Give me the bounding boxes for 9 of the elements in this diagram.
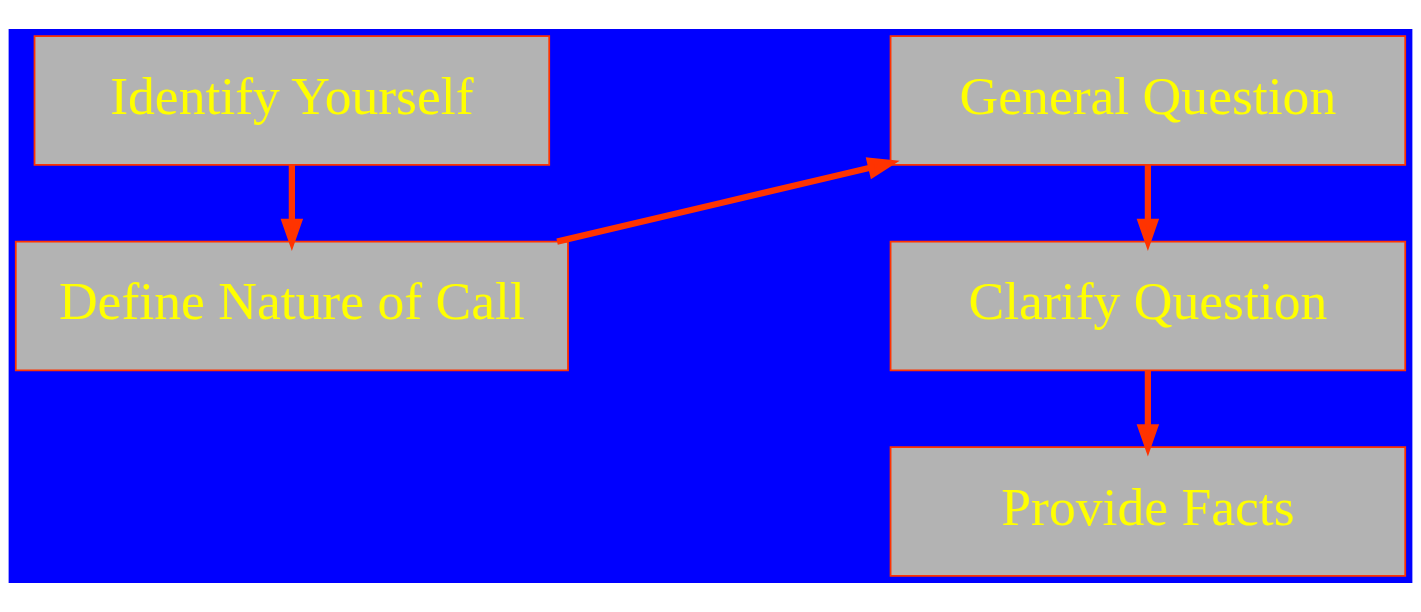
arrow: [1136, 370, 1160, 457]
arrow: [556, 157, 900, 245]
node-box: Identify Yourself: [33, 35, 551, 166]
node-box: Provide Facts: [889, 446, 1407, 577]
arrow: [280, 165, 304, 251]
arrow: [1136, 165, 1160, 251]
node-box: Define Nature of Call: [14, 240, 569, 372]
node-box: General Question: [889, 35, 1407, 166]
node-box: Clarify Question: [889, 240, 1407, 372]
